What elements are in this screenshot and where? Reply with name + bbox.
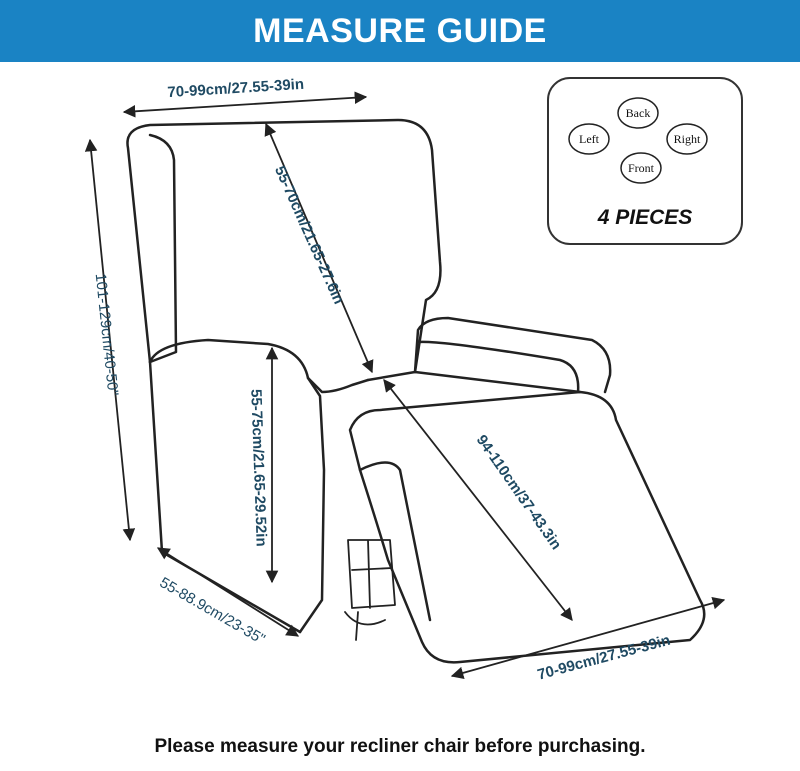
bottom-width-label: 70-99cm/27.55-39in [536,632,673,684]
footrest-length-arrow [383,379,573,621]
right-armrest [413,316,612,394]
footrest [348,390,706,664]
total-height-arrow [84,138,136,542]
dimension-arrows [84,91,726,680]
top-width-label: 70-99cm/27.55-39in [167,76,305,101]
piece-front-shape [620,152,662,184]
piece-back-shape [617,97,659,129]
header-banner [0,0,800,62]
piece-left-shape [568,123,610,155]
left-armrest [148,338,370,394]
piece-front-label: Front [628,161,655,175]
left-arm-front [298,376,326,634]
top-width-arrow [122,91,368,118]
seat-depth-label: 55-88.9cm/23-35" [157,574,268,648]
pieces-box: Back Left Right Front 4 PIECES [547,77,743,245]
bottom-width-arrow [450,596,726,680]
footrest-length-label: 94-110cm/37-43.3in [473,432,565,553]
piece-left-label: Left [579,132,600,146]
backrest-shape [126,118,442,374]
armrest-height-label: 55-75cm/21.65-29.52in [247,389,269,547]
right-arm-inner [416,340,580,394]
piece-right-label: Right [674,132,701,146]
total-height-label: 101-129cm/40-50" [92,273,122,397]
backrest-left-panel [148,133,178,364]
seat-line [366,370,582,394]
backrest-height-label: 55-70cm/21.65-27.6in [271,164,347,307]
page-title: MEASURE GUIDE [253,12,547,50]
piece-back-label: Back [626,106,651,120]
pieces-title: 4 PIECES [597,206,693,229]
footer-note: Please measure your recliner chair befor… [154,736,646,757]
backrest-height-arrow [264,122,374,374]
piece-right-shape [666,123,708,155]
seat-depth-arrow [156,547,300,637]
